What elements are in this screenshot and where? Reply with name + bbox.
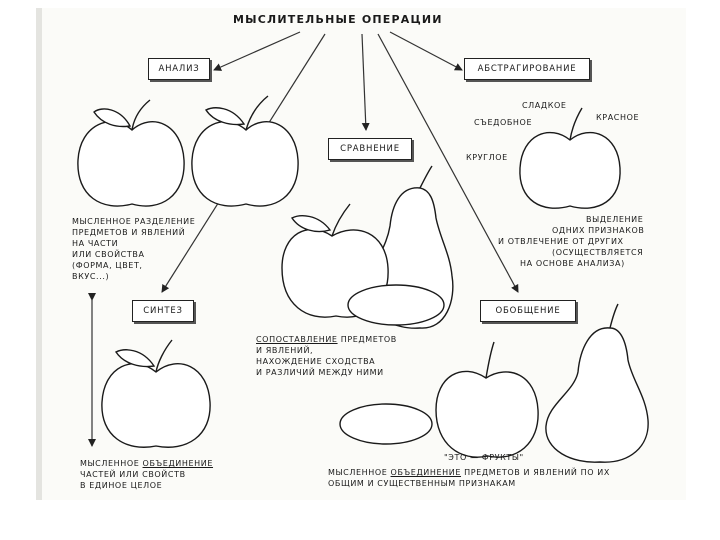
generalization-text-line-1: МЫСЛЕННОЕ ОБЪЕДИНЕНИЕ ПРЕДМЕТОВ И ЯВЛЕНИ… — [328, 467, 610, 478]
synthesis-term: ОБЪЕДИНЕНИЕ — [143, 459, 213, 468]
comparison-text-line-3: НАХОЖДЕНИЕ СХОДСТВА — [256, 356, 375, 367]
generalization-caption: "ЭТО — ФРУКТЫ" — [444, 452, 524, 463]
abstraction-text-line-2: ОДНИХ ПРИЗНАКОВ — [552, 225, 644, 236]
abstraction-text-line-5: НА ОСНОВЕ АНАЛИЗА) — [520, 258, 625, 269]
analysis-text-line-3: НА ЧАСТИ — [72, 238, 118, 249]
abstraction-text-line-1: ВЫДЕЛЕНИЕ — [586, 214, 643, 225]
apple-abstraction — [520, 108, 620, 208]
box-synthesis: СИНТЕЗ — [132, 300, 194, 322]
analysis-text-line-6: ВКУС...) — [72, 271, 109, 282]
synthesis-text-line-3: В ЕДИНОЕ ЦЕЛОЕ — [80, 480, 162, 491]
arrow-to-comparison — [362, 34, 366, 130]
generalization-term: ОБЪЕДИНЕНИЕ — [391, 468, 461, 477]
apple-slice-generalization — [340, 404, 432, 444]
comparison-text-line-1: СОПОСТАВЛЕНИЕ ПРЕДМЕТОВ — [256, 334, 397, 345]
apple-synthesis — [102, 340, 210, 447]
arrow-to-analysis — [214, 32, 300, 70]
generalization-text-prefix: МЫСЛЕННОЕ — [328, 468, 391, 477]
label-edible: СЪЕДОБНОЕ — [474, 117, 532, 128]
analysis-text-line-1: МЫСЛЕННОЕ РАЗДЕЛЕНИЕ — [72, 216, 195, 227]
synthesis-text-line-1: МЫСЛЕННОЕ ОБЪЕДИНЕНИЕ — [80, 458, 213, 469]
diagram-title: МЫСЛИТЕЛЬНЫЕ ОПЕРАЦИИ — [233, 14, 443, 25]
box-analysis: АНАЛИЗ — [148, 58, 210, 80]
synthesis-text-line-2: ЧАСТЕЙ ИЛИ СВОЙСТВ — [80, 469, 186, 480]
apple-slice-comparison — [348, 285, 444, 325]
arrow-to-abstraction — [390, 32, 462, 70]
box-abstraction: АБСТРАГИРОВАНИЕ — [464, 58, 590, 80]
comparison-text-line-1-rest: ПРЕДМЕТОВ — [338, 335, 397, 344]
comparison-text-line-2: И ЯВЛЕНИЙ, — [256, 345, 313, 356]
box-generalization: ОБОБЩЕНИЕ — [480, 300, 576, 322]
analysis-text-line-4: ИЛИ СВОЙСТВА — [72, 249, 145, 260]
analysis-text-line-5: (ФОРМА, ЦВЕТ, — [72, 260, 143, 271]
generalization-text-rest: ПРЕДМЕТОВ И ЯВЛЕНИЙ ПО ИХ — [461, 468, 610, 477]
synthesis-text-prefix: МЫСЛЕННОЕ — [80, 459, 143, 468]
abstraction-text-line-3: И ОТВЛЕЧЕНИЕ ОТ ДРУГИХ — [498, 236, 624, 247]
label-round: КРУГЛОЕ — [466, 152, 508, 163]
abstraction-text-line-4: (ОСУЩЕСТВЛЯЕТСЯ — [552, 247, 643, 258]
analysis-text-line-2: ПРЕДМЕТОВ И ЯВЛЕНИЙ — [72, 227, 185, 238]
apple-generalization — [436, 342, 538, 457]
comparison-text-line-4: И РАЗЛИЧИЙ МЕЖДУ НИМИ — [256, 367, 384, 378]
box-comparison: СРАВНЕНИЕ — [328, 138, 412, 160]
pear-generalization — [546, 304, 648, 462]
label-red: КРАСНОЕ — [596, 112, 639, 123]
label-sweet: СЛАДКОЕ — [522, 100, 567, 111]
apple-analysis-right — [192, 96, 298, 206]
apple-analysis-left — [78, 100, 184, 206]
generalization-text-line-2: ОБЩИМ И СУЩЕСТВЕННЫМ ПРИЗНАКАМ — [328, 478, 516, 489]
comparison-term: СОПОСТАВЛЕНИЕ — [256, 335, 338, 344]
